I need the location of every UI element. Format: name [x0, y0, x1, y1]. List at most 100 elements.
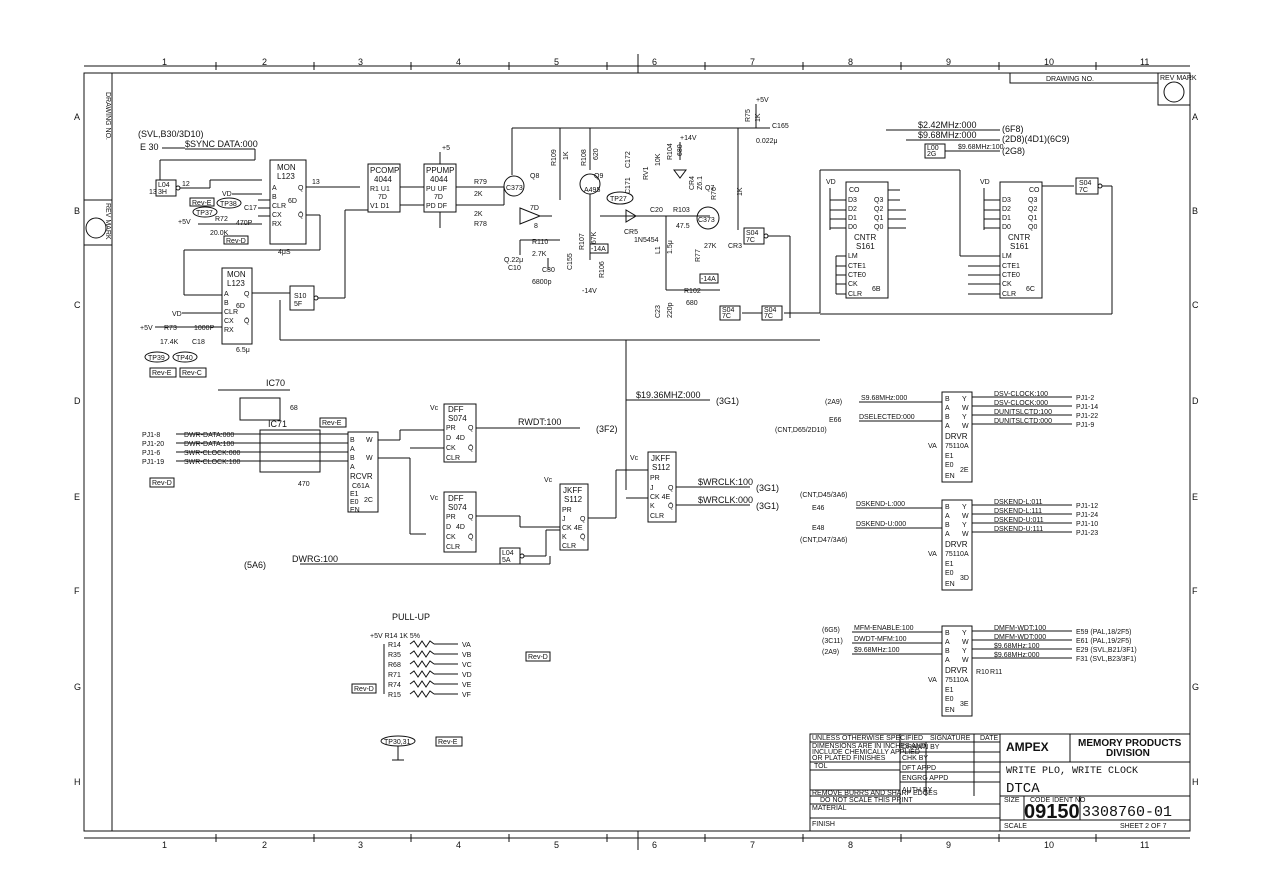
dff1-CK: CK	[446, 445, 456, 452]
pin-12: 12	[182, 181, 190, 188]
c23-value: 220p	[667, 302, 674, 318]
l1-label: L1	[655, 246, 662, 254]
driver-output: DMFM-WDT:100	[994, 625, 1046, 632]
c2-q2: Q2	[1028, 206, 1037, 213]
rev-d-1	[223, 235, 249, 245]
column-marker-bottom: 1	[162, 840, 167, 850]
jk2-K: K	[650, 503, 655, 510]
row-marker-right: H	[1192, 777, 1199, 787]
row-marker-left: F	[74, 586, 80, 596]
p5v-r75: +5V	[756, 97, 769, 104]
company-name: AMPEX	[1006, 740, 1049, 754]
driver-in-ref: (2A9)	[825, 399, 842, 406]
dff2-loc: 4D	[456, 524, 465, 531]
row-marker-right: C	[1192, 300, 1199, 310]
row-marker-right: D	[1192, 396, 1199, 406]
driver-pin-E0: E0	[945, 462, 954, 469]
tp37-text: TP37	[196, 210, 213, 217]
c1-d0: D0	[848, 224, 857, 231]
r109-label: R109	[551, 149, 558, 166]
p5v-2: +5V	[140, 325, 153, 332]
column-marker-top: 10	[1044, 57, 1054, 67]
driver-ref2: (CNT,D65/2D10)	[775, 427, 827, 434]
c1-d3: D3	[848, 197, 857, 204]
c1-q3: Q3	[874, 197, 883, 204]
c18-label: C18	[192, 339, 205, 346]
pullup-header: +5V R14 1K 5%	[370, 633, 420, 640]
c1-ck: CK	[848, 281, 858, 288]
q8-symbol	[503, 175, 525, 197]
vc-2: Vc	[630, 455, 639, 462]
ref-2d8: (2D8)(4D1)(6C9)	[1002, 134, 1070, 144]
row-marker-left: A	[74, 112, 80, 122]
gate-s04-3h-t1: L04	[158, 182, 170, 189]
side-drawing-box: DRAWING NO. REV MARK	[83, 92, 113, 246]
l1-value: 1.5μ	[667, 240, 674, 254]
r78-value: 2K	[474, 211, 483, 218]
jk1-PR: PR	[562, 507, 572, 514]
q8-type: C373	[506, 185, 523, 192]
pj-input-name: SWR-CLOCK:000	[184, 450, 241, 457]
pcomp-title: PCOMP	[370, 166, 399, 175]
jkff1-chip	[559, 483, 589, 551]
ic70-label: IC70	[266, 378, 285, 388]
rwdt-label: RWDT:100	[518, 417, 561, 427]
tb-auth: AUTH BY	[902, 787, 933, 794]
tp37	[192, 206, 218, 218]
driver-pin-W2: W	[962, 531, 969, 538]
rcvr-B1: B	[350, 437, 355, 444]
mon2-section: MON L123 A Q B 6D CLR CX Q̄ RX 6.5μ VD +…	[140, 209, 820, 378]
column-marker-bottom: 10	[1044, 840, 1054, 850]
row-marker-left: G	[74, 682, 81, 692]
driver-pin-Y: Y	[962, 630, 967, 637]
side-rev-mark: REV MARK	[104, 203, 111, 240]
dff2-PR: PR	[446, 514, 456, 521]
ref-3g1-2: (3G1)	[756, 483, 779, 493]
rcvr-A2: A	[350, 464, 355, 471]
driver-output-pin: PJ1-24	[1076, 512, 1098, 519]
driver-pin-Y: Y	[962, 396, 967, 403]
gate-s10-5f	[289, 285, 315, 311]
pj-input-name: DWR-DATA:000	[184, 432, 234, 439]
c2-cte0: CTE0	[1002, 272, 1020, 279]
dff2-part: S074	[448, 503, 467, 512]
tb-dims2: INCLUDE CHEMICALLY APPLIED	[812, 749, 920, 756]
ppump-p5v: +5	[442, 145, 450, 152]
rev-e-2	[149, 367, 177, 378]
pullup-resistor: R15	[388, 692, 401, 699]
c1-cte0: CTE0	[848, 272, 866, 279]
mon2-loc: 6D	[236, 303, 245, 310]
tb-chk: CHK BY	[902, 755, 928, 762]
r78-label: R78	[474, 221, 487, 228]
driver-pin-B2: B	[945, 522, 950, 529]
sheet-label: SHEET 2 OF 7	[1120, 823, 1167, 830]
vd-c1: VD	[826, 179, 836, 186]
driver-output: DMFM-WDT:000	[994, 634, 1046, 641]
pcomp-loc: 7D	[378, 194, 387, 201]
r75-label: R75	[745, 109, 752, 122]
c2-d1: D1	[1002, 215, 1011, 222]
rev-d-3	[525, 651, 551, 662]
r104-label: R104	[667, 143, 674, 160]
column-marker-top: 2	[262, 57, 267, 67]
title-line2: DTCA	[1006, 781, 1040, 797]
dff1-part: S074	[448, 414, 467, 423]
c155-label: C155	[567, 253, 574, 270]
mon1-pinCLR: CLR	[272, 203, 286, 210]
rev-e-3	[319, 417, 347, 428]
ic70-resistors	[239, 397, 281, 421]
tp38-text: TP38	[220, 201, 237, 208]
mon1-pinRX: RX	[272, 221, 282, 228]
jk1-Qb: Q̄	[580, 533, 586, 541]
driver-va: VA	[928, 677, 937, 684]
mon2-Q: Q	[244, 291, 250, 298]
driver-in-b: DSKEND-U:000	[856, 521, 906, 528]
rev-d-1-text: Rev-D	[226, 238, 246, 245]
loop-filter-vco: Q8 C373 7D 8 R109 1K R108 620 Q9 A495 C1…	[503, 97, 821, 398]
row-marker-right: B	[1192, 206, 1198, 216]
c1-clr: CLR	[848, 291, 862, 298]
tp39	[144, 351, 170, 363]
rev-c-1-text: Rev-C	[182, 370, 202, 377]
